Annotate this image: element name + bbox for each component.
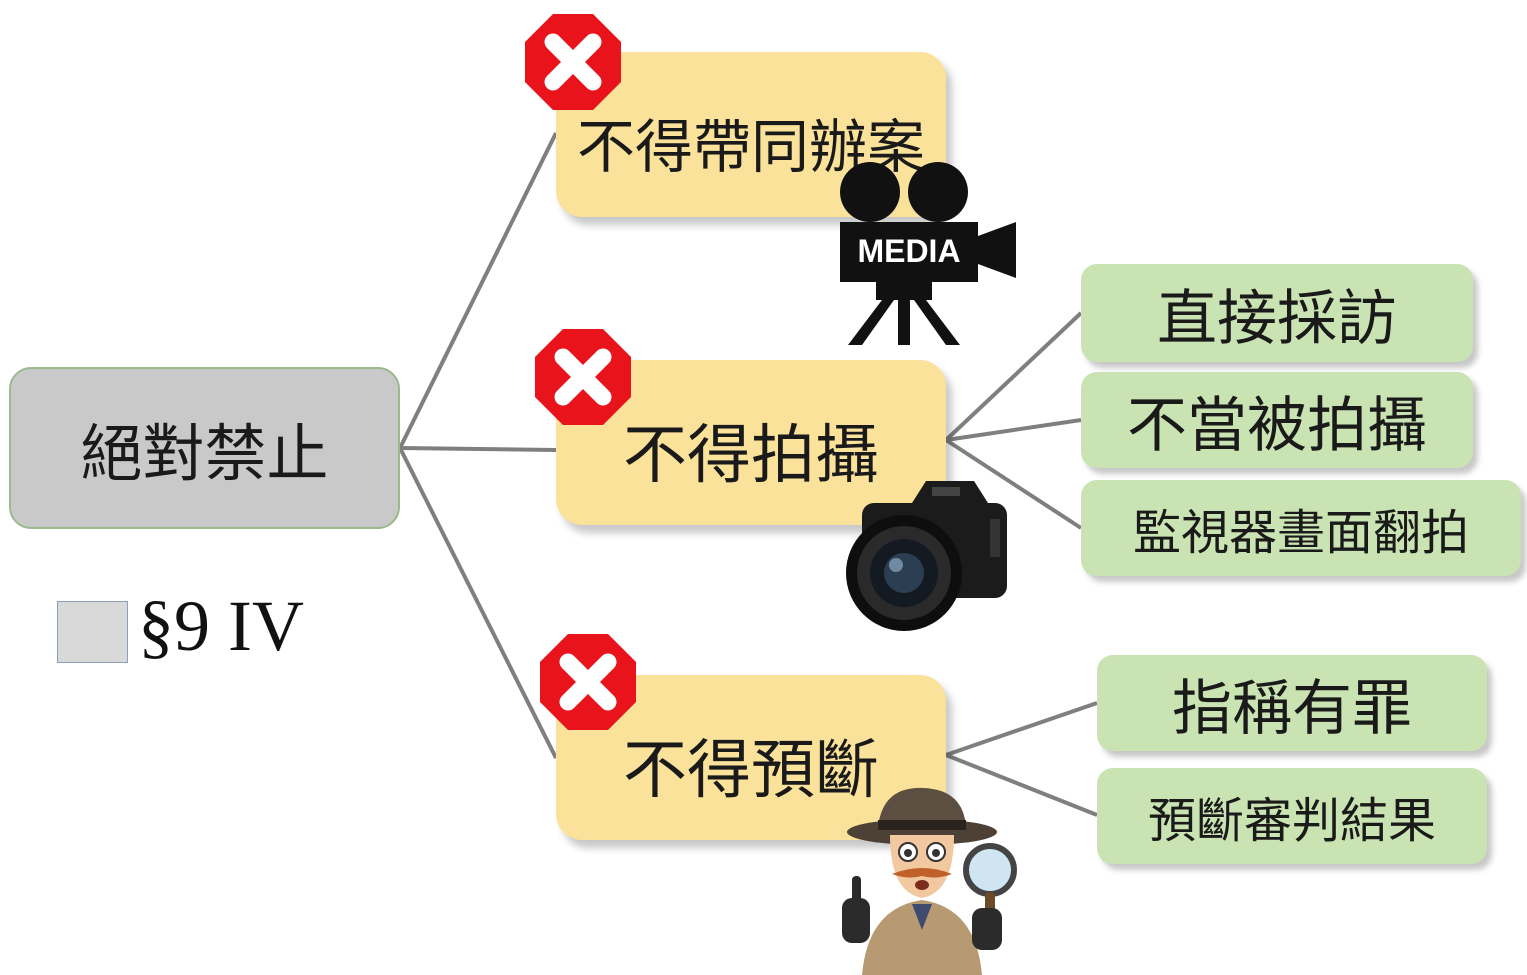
connector-branch-2-leaf-1 — [944, 311, 1083, 442]
connector-root-branch-2 — [399, 446, 557, 452]
detective-icon — [842, 787, 1017, 975]
leaf-label-5: 預斷審判結果 — [1147, 793, 1436, 849]
leaf-node-3: 監視器畫面翻拍 — [1081, 480, 1521, 576]
branch-node-2: 不得拍攝 — [556, 360, 946, 525]
reject-icon — [540, 634, 636, 730]
leaf-node-2: 不當被拍攝 — [1081, 372, 1473, 468]
connector-branch-3-leaf-2 — [945, 753, 1098, 817]
leaf-label-1: 直接採訪 — [1157, 283, 1397, 354]
media-label: MEDIA — [857, 233, 960, 269]
connector-branch-2-leaf-2 — [945, 418, 1082, 442]
connector-root-branch-3 — [398, 447, 558, 759]
leaf-node-5: 預斷審判結果 — [1097, 768, 1487, 864]
root-label: 絕對禁止 — [80, 417, 329, 490]
leaf-node-4: 指稱有罪 — [1097, 655, 1487, 751]
connector-root-branch-1 — [398, 132, 558, 449]
root-node: 絕對禁止 — [9, 367, 400, 529]
legend-text: §9 IV — [138, 586, 304, 666]
leaf-label-4: 指稱有罪 — [1172, 673, 1412, 744]
leaf-label-3: 監視器畫面翻拍 — [1132, 505, 1469, 561]
branch-label-2: 不得拍攝 — [623, 418, 879, 493]
legend-swatch — [57, 601, 128, 663]
connector-branch-2-leaf-3 — [944, 438, 1083, 530]
leaf-label-2: 不當被拍攝 — [1127, 390, 1427, 461]
connector-branch-3-leaf-1 — [945, 701, 1098, 757]
leaf-node-1: 直接採訪 — [1081, 264, 1473, 362]
reject-icon — [535, 329, 631, 425]
reject-icon — [525, 14, 621, 110]
branch-label-3: 不得預斷 — [623, 733, 879, 808]
camera-icon — [846, 481, 1007, 631]
movie-camera-icon: MEDIA — [840, 162, 1016, 345]
